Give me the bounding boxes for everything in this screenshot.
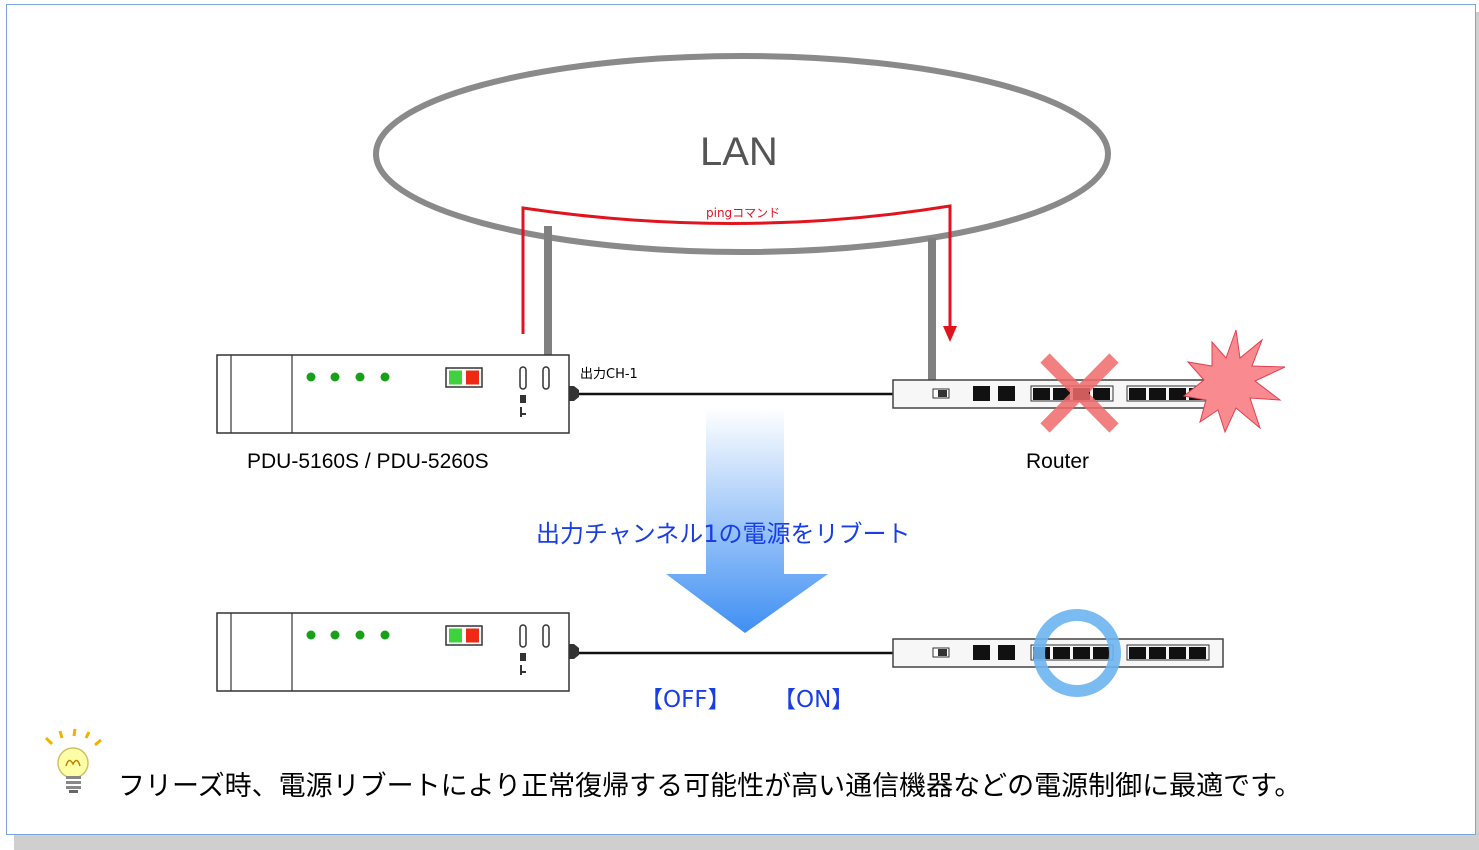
ping-arrow [521,204,952,334]
router-label: Router [1026,450,1090,473]
router-device-top [892,379,1224,409]
reboot-action-label: 出力チャンネル1の電源をリブート [536,520,911,548]
frame-shadow [1476,12,1479,850]
lightbulb-icon [44,728,102,793]
lan-label: LAN [700,130,778,174]
pdu-device-top [216,354,580,434]
burst-icon [1182,329,1286,434]
usage-note-text: フリーズ時、電源リブートにより正常復帰する可能性が高い通信機器などの電源制御に最… [118,771,1302,802]
router-device-bottom [892,638,1224,668]
ping-arrowhead [943,326,957,342]
lan-ellipse [373,53,1111,255]
ping-command-label: pingコマンド [706,206,781,220]
on-state-label: 【ON】 [773,687,855,713]
off-state-label: 【OFF】 [640,687,731,713]
pdu-device-bottom [216,612,580,692]
failure-cross-icon [1040,353,1119,433]
pdu-model-label: PDU-5160S / PDU-5260S [247,450,489,473]
output-channel-label: 出力CH-1 [580,367,638,382]
recovery-ring-icon [1033,609,1121,697]
reboot-arrow [666,408,828,633]
frame-shadow [14,835,1479,850]
